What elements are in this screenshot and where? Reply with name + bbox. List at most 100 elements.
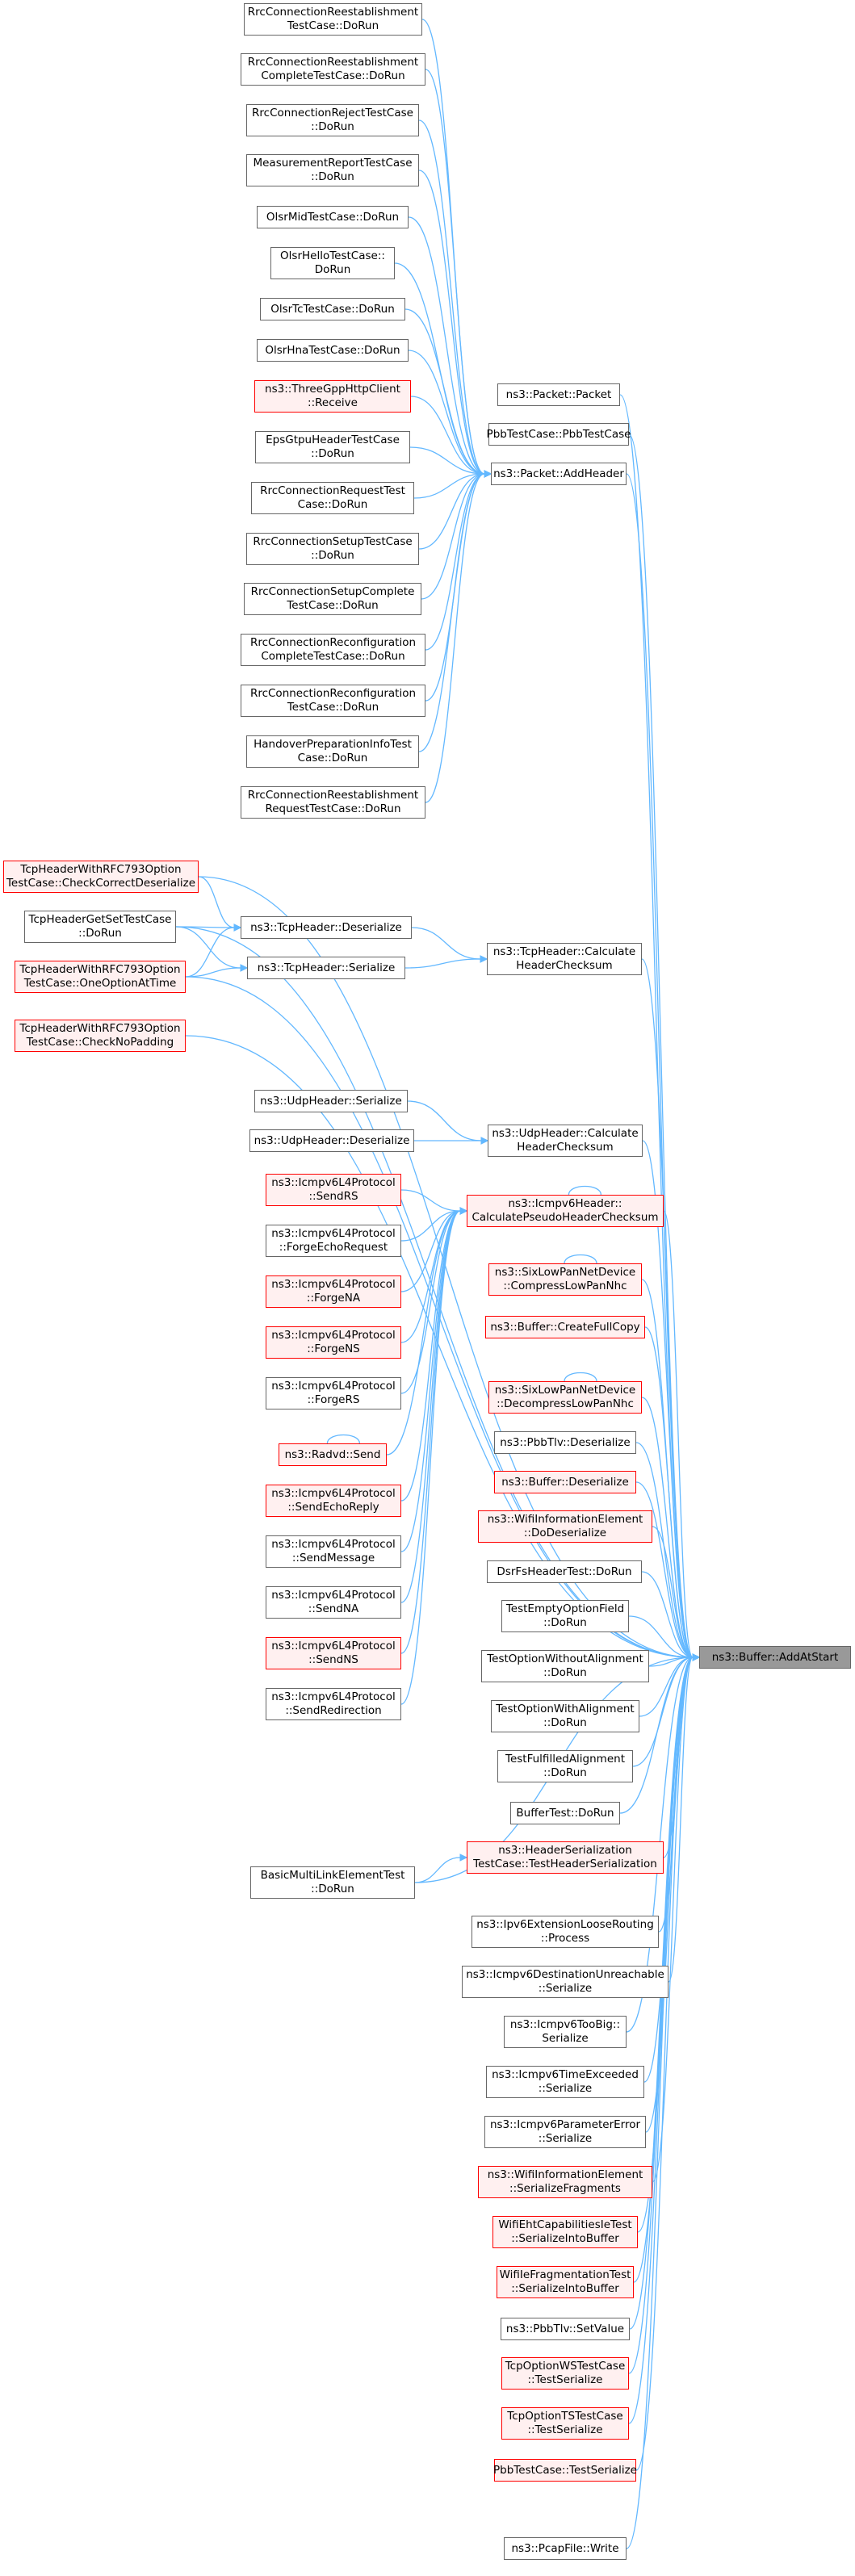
node-tcp-deserialize[interactable]: ns3::TcpHeader::Deserialize [241, 916, 412, 939]
edge-node-meas-report-to-node-packet-addheader [418, 170, 485, 475]
node-ipv6ext-loose[interactable]: ns3::Ipv6ExtensionLooseRouting ::Process [472, 1916, 659, 1948]
edge-node-tcp793-oneoption-to-node-tcp-deserialize [185, 927, 235, 978]
node-dsrfs[interactable]: DsrFsHeaderTest::DoRun [487, 1560, 642, 1583]
node-tcp-checksum[interactable]: ns3::TcpHeader::Calculate HeaderChecksum [487, 943, 642, 975]
node-rrc-reconf[interactable]: RrcConnectionReconfiguration TestCase::D… [241, 685, 425, 717]
edge-node-handover-to-node-packet-addheader [418, 473, 485, 752]
node-tcp-serialize[interactable]: ns3::TcpHeader::Serialize [247, 957, 405, 979]
node-wifi-dodeserialize[interactable]: ns3::WifiInformationElement ::DoDeserial… [478, 1510, 652, 1543]
node-header-serial-test[interactable]: ns3::HeaderSerialization TestCase::TestH… [467, 1841, 664, 1874]
node-olsr-hna[interactable]: OlsrHnaTestCase::DoRun [257, 339, 409, 362]
node-packet-addheader[interactable]: ns3::Packet::AddHeader [491, 463, 627, 485]
arrowhead-node-tcp793-oneoption-to-node-tcp-serialize [240, 964, 249, 972]
node-icmp-forgens[interactable]: ns3::Icmpv6L4Protocol ::ForgeNS [266, 1326, 401, 1359]
node-icmp6-toobig[interactable]: ns3::Icmpv6TooBig:: Serialize [504, 2016, 627, 2048]
node-rrc-reject[interactable]: RrcConnectionRejectTestCase ::DoRun [246, 104, 419, 136]
node-rrc-reest[interactable]: RrcConnectionReestablishment TestCase::D… [244, 3, 422, 36]
node-basicmultilink[interactable]: BasicMultiLinkElementTest ::DoRun [250, 1866, 415, 1899]
node-pbb-testcase[interactable]: PbbTestCase::PbbTestCase [487, 423, 631, 446]
node-olsr-hello[interactable]: OlsrHelloTestCase:: DoRun [270, 247, 395, 279]
node-pbbtlv-deserialize[interactable]: ns3::PbbTlv::Deserialize [494, 1431, 636, 1454]
node-rrc-setup[interactable]: RrcConnectionSetupTestCase ::DoRun [246, 533, 419, 565]
node-wifiie-frag[interactable]: WifiIeFragmentationTest ::SerializeIntoB… [497, 2266, 634, 2298]
node-udp-deserialize[interactable]: ns3::UdpHeader::Deserialize [249, 1129, 414, 1152]
edge-node-icmp-forgers-to-node-icmp6-pseudo [400, 1210, 461, 1394]
node-icmp-forgers[interactable]: ns3::Icmpv6L4Protocol ::ForgeRS [266, 1377, 401, 1409]
node-icmp6-paramerror[interactable]: ns3::Icmpv6ParameterError ::Serialize [484, 2116, 646, 2148]
node-tcp-ws[interactable]: TcpOptionWSTestCase ::TestSerialize [501, 2357, 629, 2390]
node-wifi-serialfrag[interactable]: ns3::WifiInformationElement ::SerializeF… [478, 2166, 652, 2198]
node-packet-packet[interactable]: ns3::Packet::Packet [497, 383, 620, 406]
edge-node-radvd-send-to-node-icmp6-pseudo [386, 1210, 461, 1456]
edge-node-dsrfs-to-node-target-buffer-addatstart [641, 1571, 694, 1658]
node-radvd-send[interactable]: ns3::Radvd::Send [279, 1443, 387, 1466]
node-icmp-sendredir[interactable]: ns3::Icmpv6L4Protocol ::SendRedirection [266, 1688, 401, 1720]
edge-node-icmp-sendecho-to-node-icmp6-pseudo [400, 1210, 461, 1502]
edge-node-tcp793-checkcorrect-to-node-tcp-deserialize [198, 876, 235, 928]
node-icmp-sendmsg[interactable]: ns3::Icmpv6L4Protocol ::SendMessage [266, 1535, 401, 1568]
node-rrc-reest-request[interactable]: RrcConnectionReestablishment RequestTest… [241, 786, 425, 819]
arrowhead-node-udp-deserialize-to-node-udp-checksum [480, 1137, 489, 1145]
node-sixlowpan-decompress[interactable]: ns3::SixLowPanNetDevice ::DecompressLowP… [488, 1381, 642, 1414]
node-test-fulfilled[interactable]: TestFulfilledAlignment ::DoRun [497, 1750, 633, 1782]
node-udp-checksum[interactable]: ns3::UdpHeader::Calculate HeaderChecksum [488, 1125, 643, 1157]
edge-node-icmp-sendredir-to-node-icmp6-pseudo [400, 1210, 461, 1705]
node-test-emptyoption[interactable]: TestEmptyOptionField ::DoRun [501, 1600, 629, 1632]
edge-node-tcp-getset-to-node-tcp-serialize [175, 926, 241, 969]
node-olsr-mid[interactable]: OlsrMidTestCase::DoRun [257, 206, 409, 228]
node-pbbtlv-setvalue[interactable]: ns3::PbbTlv::SetValue [501, 2318, 630, 2340]
edge-node-tcp-checksum-to-node-target-buffer-addatstart [641, 958, 694, 1658]
node-icmp-forgeecho[interactable]: ns3::Icmpv6L4Protocol ::ForgeEchoRequest [266, 1225, 401, 1257]
node-icmp6-timeexceeded[interactable]: ns3::Icmpv6TimeExceeded ::Serialize [486, 2066, 644, 2098]
edge-node-icmp-forgens-to-node-icmp6-pseudo [400, 1210, 461, 1343]
node-wifieht[interactable]: WifiEhtCapabilitiesIeTest ::SerializeInt… [492, 2216, 638, 2248]
node-buffertest[interactable]: BufferTest::DoRun [510, 1802, 620, 1824]
node-pcapfile-write[interactable]: ns3::PcapFile::Write [504, 2537, 627, 2560]
edge-node-pcapfile-write-to-node-target-buffer-addatstart [626, 1657, 694, 2549]
node-tcp793-checkcorrect[interactable]: TcpHeaderWithRFC793Option TestCase::Chec… [3, 861, 199, 893]
edge-node-rrc-request-to-node-packet-addheader [413, 473, 485, 499]
edge-node-pbb-testserialize-to-node-target-buffer-addatstart [635, 1657, 694, 2471]
node-handover[interactable]: HandoverPreparationInfoTest Case::DoRun [246, 735, 419, 768]
node-rrc-reconf-complete[interactable]: RrcConnectionReconfiguration CompleteTes… [241, 634, 425, 666]
node-tcp793-oneoption[interactable]: TcpHeaderWithRFC793Option TestCase::OneO… [15, 961, 186, 993]
node-tcp-ts[interactable]: TcpOptionTSTestCase ::TestSerialize [501, 2407, 629, 2440]
edge-node-packet-addheader-to-node-target-buffer-addatstart [626, 473, 694, 1658]
edge-node-olsr-hna-to-node-packet-addheader [408, 350, 485, 475]
node-icmp6-destunreach[interactable]: ns3::Icmpv6DestinationUnreachable ::Seri… [462, 1966, 668, 1998]
node-buffer-createfull[interactable]: ns3::Buffer::CreateFullCopy [485, 1316, 645, 1338]
edge-node-rrc-setup-to-node-packet-addheader [418, 473, 485, 550]
node-icmp-sendns[interactable]: ns3::Icmpv6L4Protocol ::SendNS [266, 1637, 401, 1669]
self-loop-node-sixlowpan-decompress [564, 1372, 597, 1382]
edge-node-olsr-mid-to-node-packet-addheader [408, 216, 485, 475]
edge-node-pbbtlv-deserialize-to-node-target-buffer-addatstart [635, 1442, 694, 1658]
node-icmp-sendna[interactable]: ns3::Icmpv6L4Protocol ::SendNA [266, 1586, 401, 1619]
node-buffer-deserialize[interactable]: ns3::Buffer::Deserialize [494, 1471, 636, 1493]
edge-node-eps-gtpu-to-node-packet-addheader [409, 446, 485, 475]
node-tcp-getset[interactable]: TcpHeaderGetSetTestCase ::DoRun [24, 911, 176, 943]
node-icmp-sendecho[interactable]: ns3::Icmpv6L4Protocol ::SendEchoReply [266, 1485, 401, 1517]
node-pbb-testserialize[interactable]: PbbTestCase::TestSerialize [493, 2459, 637, 2482]
node-rrc-request[interactable]: RrcConnectionRequestTest Case::DoRun [251, 482, 414, 514]
node-target-buffer-addatstart: ns3::Buffer::AddAtStart [699, 1646, 851, 1669]
node-icmp6-pseudo[interactable]: ns3::Icmpv6Header:: CalculatePseudoHeade… [467, 1195, 664, 1227]
edge-node-rrc-setup-complete-to-node-packet-addheader [421, 473, 485, 600]
node-test-optwithoutalign[interactable]: TestOptionWithoutAlignment ::DoRun [481, 1650, 649, 1682]
node-meas-report[interactable]: MeasurementReportTestCase ::DoRun [246, 154, 419, 186]
node-icmp-sendrs[interactable]: ns3::Icmpv6L4Protocol ::SendRS [266, 1174, 401, 1206]
node-rrc-reest-complete[interactable]: RrcConnectionReestablishment CompleteTes… [241, 53, 425, 86]
edge-node-wifi-serialfrag-to-node-target-buffer-addatstart [652, 1657, 694, 2183]
node-sixlowpan-compress[interactable]: ns3::SixLowPanNetDevice ::CompressLowPan… [488, 1263, 642, 1296]
edge-node-rrc-reest-request-to-node-packet-addheader [425, 473, 485, 803]
edge-node-olsr-tc-to-node-packet-addheader [404, 308, 485, 475]
node-threegpp-client-receive[interactable]: ns3::ThreeGppHttpClient ::Receive [254, 380, 411, 413]
node-olsr-tc[interactable]: OlsrTcTestCase::DoRun [260, 298, 405, 320]
node-eps-gtpu[interactable]: EpsGtpuHeaderTestCase ::DoRun [255, 431, 410, 463]
node-test-optwithalign[interactable]: TestOptionWithAlignment ::DoRun [491, 1700, 639, 1732]
node-icmp-forgena[interactable]: ns3::Icmpv6L4Protocol ::ForgeNA [266, 1275, 401, 1308]
node-udp-serialize[interactable]: ns3::UdpHeader::Serialize [254, 1090, 408, 1112]
edge-node-packet-packet-to-node-target-buffer-addatstart [619, 394, 694, 1658]
node-tcp793-nopadding[interactable]: TcpHeaderWithRFC793Option TestCase::Chec… [15, 1020, 186, 1052]
node-rrc-setup-complete[interactable]: RrcConnectionSetupComplete TestCase::DoR… [244, 583, 421, 615]
